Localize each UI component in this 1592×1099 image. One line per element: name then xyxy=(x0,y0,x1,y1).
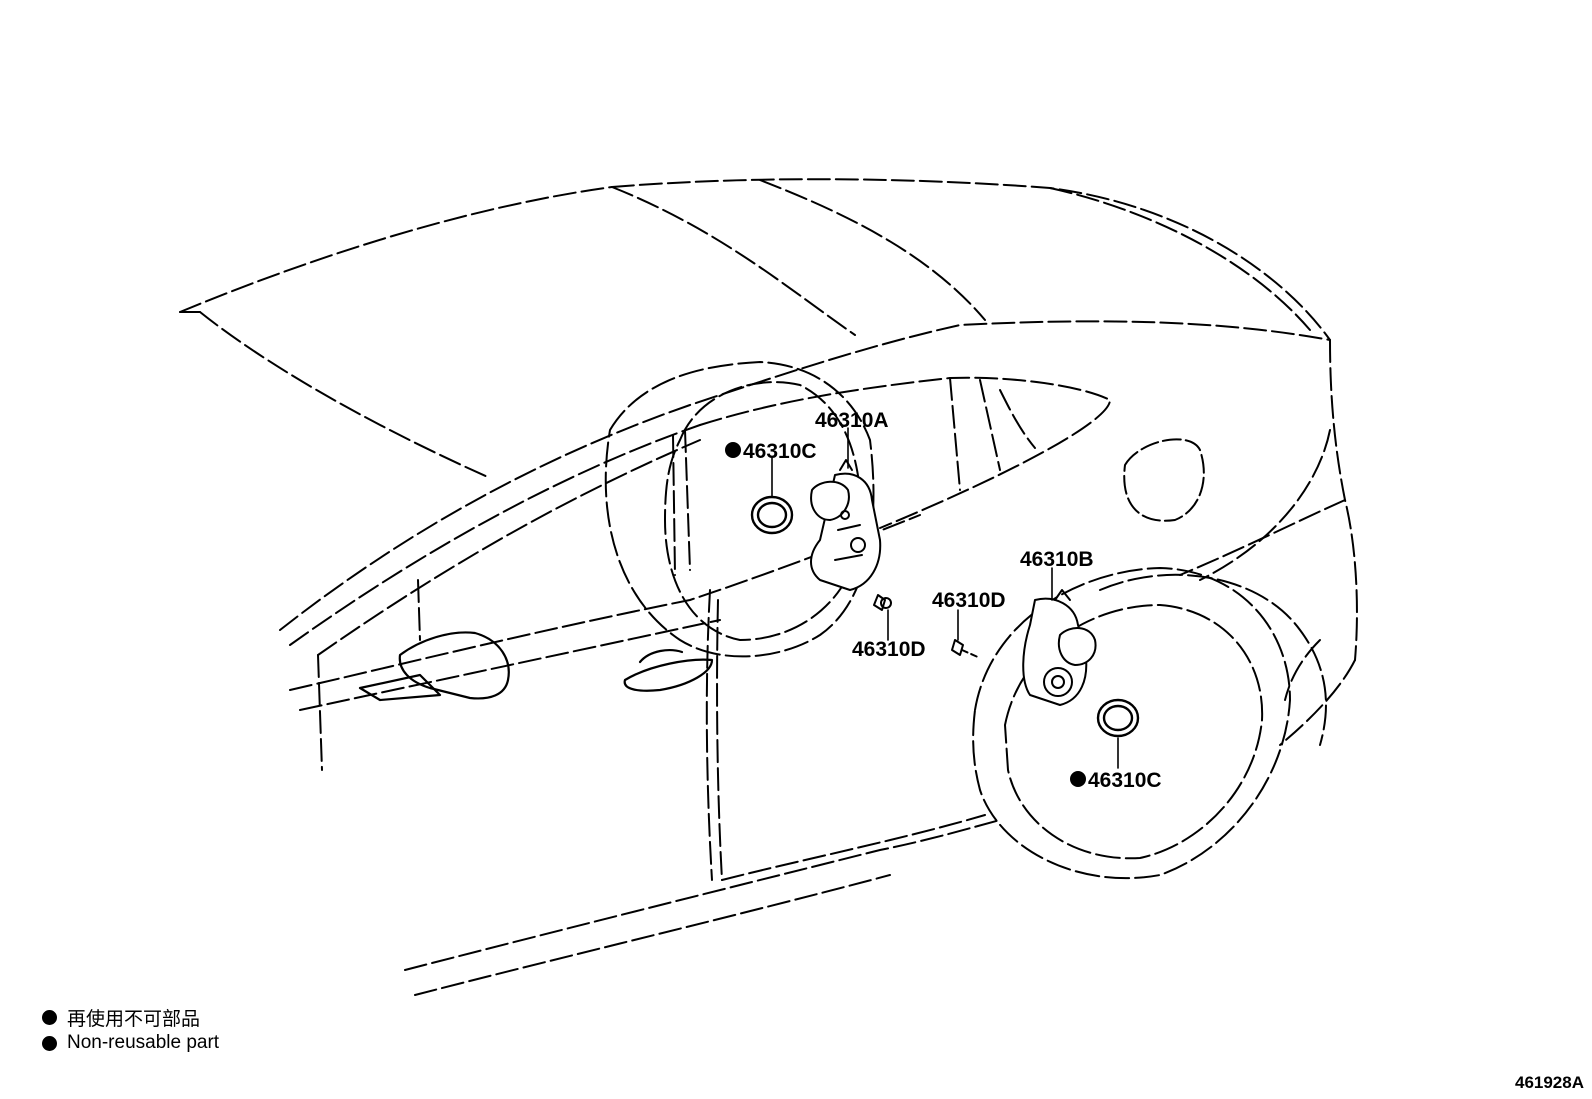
hole-cover-rear xyxy=(1096,698,1140,738)
hole-cover-front xyxy=(750,495,794,535)
callout-46310d-rear: 46310D xyxy=(932,589,1006,612)
filled-circle-icon xyxy=(42,1009,57,1025)
figure-id: 461928A xyxy=(1514,1073,1584,1092)
legend-item-ja: 再使用不可部品 xyxy=(42,1004,219,1030)
car-body-outline xyxy=(179,178,1358,996)
callout-46310c-rear: 46310C xyxy=(1088,769,1162,792)
non-reusable-marker xyxy=(725,442,741,458)
bolt-rear xyxy=(951,639,981,659)
fuel-door-outline xyxy=(1123,438,1205,522)
rear-wheel-outline xyxy=(972,567,1327,880)
legend-item-en: Non-reusable part xyxy=(42,1030,219,1056)
callout-46310d-front: 46310D xyxy=(852,638,926,661)
side-mirror xyxy=(358,631,510,702)
callout-46310a: 46310A xyxy=(815,409,889,432)
filled-circle-icon xyxy=(42,1035,57,1051)
callout-46310c-front: 46310C xyxy=(743,440,817,463)
callout-46310b: 46310B xyxy=(1020,548,1094,571)
window-regulator-motor-rear xyxy=(1022,589,1097,706)
window-regulator-motor-front xyxy=(810,459,882,591)
non-reusable-marker xyxy=(1070,771,1086,787)
door-handle xyxy=(623,649,714,692)
legend: 再使用不可部品 Non-reusable part xyxy=(42,1004,219,1056)
legend-text-ja: 再使用不可部品 xyxy=(67,1008,201,1030)
bolt-front xyxy=(873,594,892,611)
legend-text-en: Non-reusable part xyxy=(67,1032,220,1053)
leader-lines xyxy=(771,427,1119,769)
